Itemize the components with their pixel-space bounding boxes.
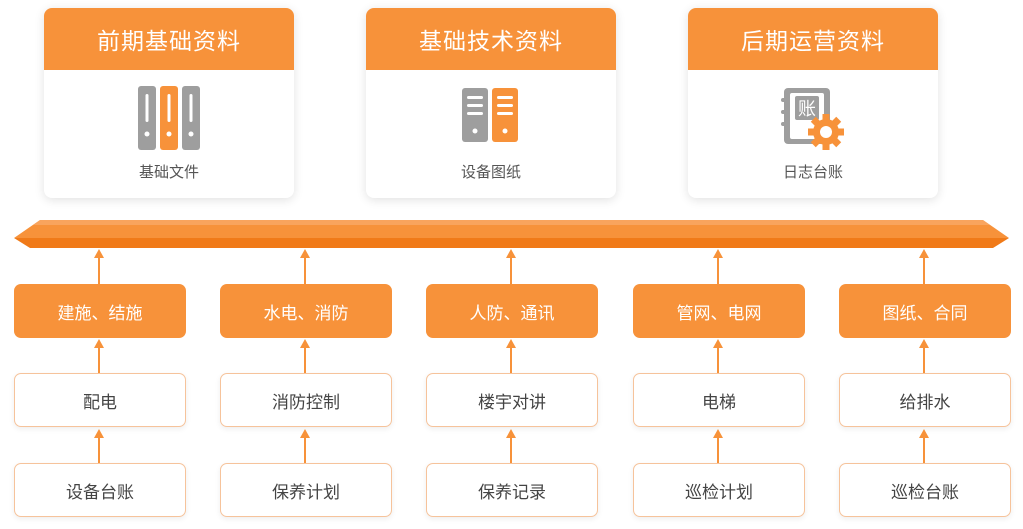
system-box: 楼宇对讲 bbox=[426, 373, 598, 427]
up-arrow-icon bbox=[919, 429, 929, 463]
category-box: 图纸、合同 bbox=[839, 284, 1011, 338]
up-arrow-icon bbox=[506, 429, 516, 463]
platform-bar bbox=[14, 220, 1009, 248]
category-label: 设备图纸 bbox=[460, 163, 521, 181]
record-box: 保养计划 bbox=[220, 463, 392, 517]
category-label: 日志台账 bbox=[782, 163, 843, 181]
up-arrow-icon bbox=[919, 249, 929, 285]
system-box: 配电 bbox=[14, 373, 186, 427]
up-arrow-icon bbox=[300, 429, 310, 463]
category-box: 水电、消防 bbox=[220, 284, 392, 338]
system-box: 给排水 bbox=[839, 373, 1011, 427]
record-box: 巡检台账 bbox=[839, 463, 1011, 517]
up-arrow-icon bbox=[94, 429, 104, 463]
up-arrow-icon bbox=[713, 429, 723, 463]
category-title: 前期基础资料 bbox=[44, 8, 294, 70]
up-arrow-icon bbox=[300, 339, 310, 373]
category-box: 人防、通讯 bbox=[426, 284, 598, 338]
up-arrow-icon bbox=[919, 339, 929, 373]
up-arrow-icon bbox=[713, 339, 723, 373]
record-box: 保养记录 bbox=[426, 463, 598, 517]
up-arrow-icon bbox=[94, 339, 104, 373]
category-label: 基础文件 bbox=[138, 163, 199, 181]
category-card-technical: 基础技术资料 设备图纸 bbox=[366, 8, 616, 198]
up-arrow-icon bbox=[94, 249, 104, 285]
drawings-icon bbox=[462, 88, 518, 142]
category-box: 管网、电网 bbox=[633, 284, 805, 338]
record-box: 巡检计划 bbox=[633, 463, 805, 517]
up-arrow-icon bbox=[506, 339, 516, 373]
system-box: 电梯 bbox=[633, 373, 805, 427]
category-card-operations: 后期运营资料 账 日志台账 bbox=[688, 8, 938, 198]
ledger-gear-icon: 账 bbox=[781, 88, 844, 150]
up-arrow-icon bbox=[300, 249, 310, 285]
system-box: 消防控制 bbox=[220, 373, 392, 427]
record-box: 设备台账 bbox=[14, 463, 186, 517]
ledger-text: 账 bbox=[798, 99, 816, 120]
category-title: 后期运营资料 bbox=[688, 8, 938, 70]
category-card-basic: 前期基础资料 基础文件 bbox=[44, 8, 294, 198]
category-box: 建施、结施 bbox=[14, 284, 186, 338]
up-arrow-icon bbox=[713, 249, 723, 285]
up-arrow-icon bbox=[506, 249, 516, 285]
category-title: 基础技术资料 bbox=[366, 8, 616, 70]
binders-icon bbox=[138, 86, 200, 150]
